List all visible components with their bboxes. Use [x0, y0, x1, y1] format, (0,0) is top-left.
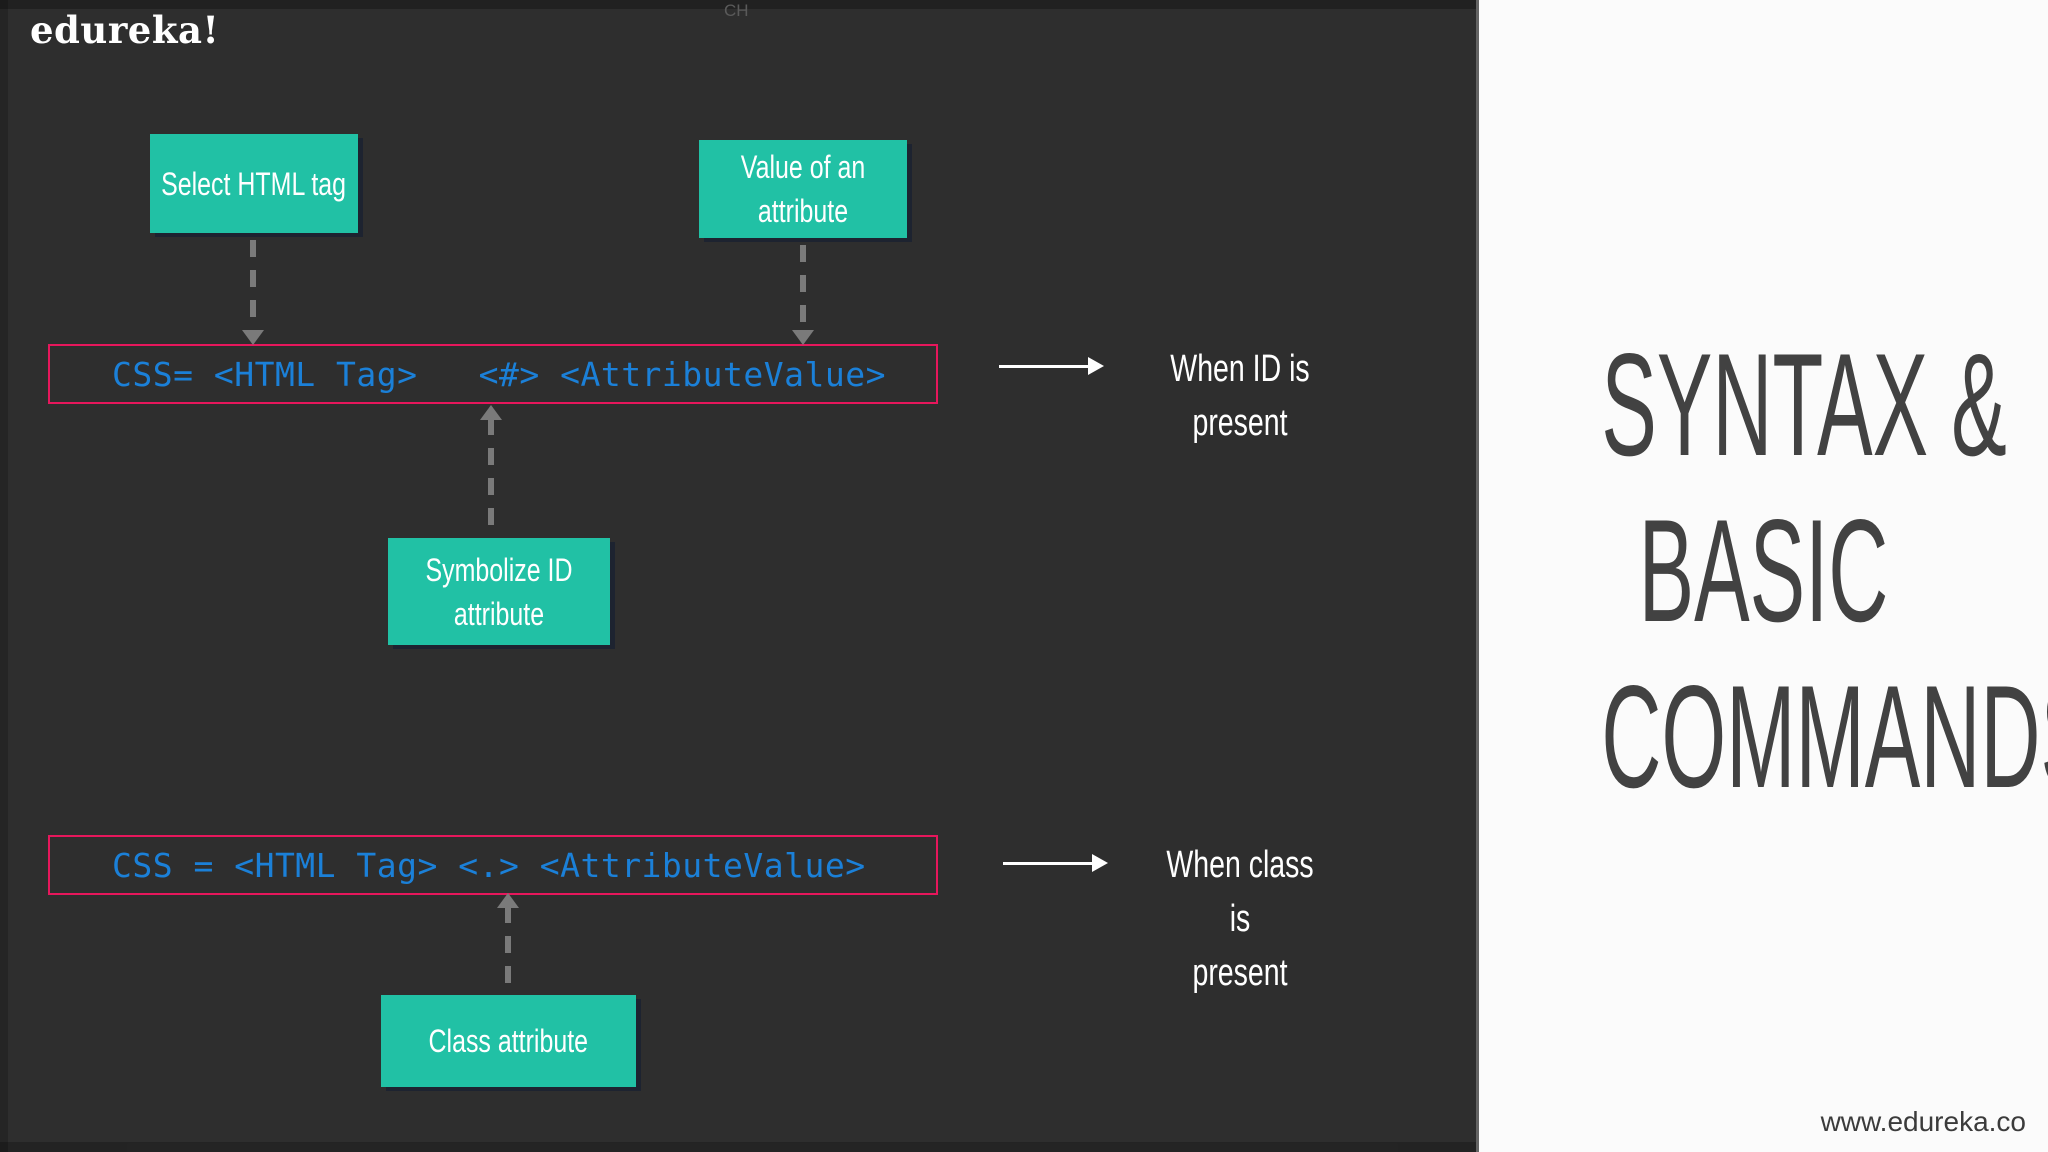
left-edge-shade	[0, 0, 8, 1152]
edureka-logo: edureka!	[30, 8, 220, 52]
right-arrow-icon	[999, 357, 1104, 375]
annotation-when-id-present: When ID is present	[1140, 342, 1340, 450]
slide-title-line: SYNTAX &	[1601, 323, 2007, 486]
flow-box-label: Select HTML tag	[161, 165, 347, 202]
top-edge-shade	[0, 0, 1476, 9]
dashed-line	[800, 245, 806, 332]
dashed-arrow-up-icon	[497, 893, 519, 990]
syntax-box-id-selector: CSS= <HTML Tag> <#> <AttributeValue>	[48, 344, 938, 404]
flow-box-label: Symbolize ID attribute	[425, 551, 573, 632]
syntax-box-class-selector: CSS = <HTML Tag> <.> <AttributeValue>	[48, 835, 938, 895]
watermark-text: CH	[724, 1, 749, 20]
annotation-line: When class is	[1166, 844, 1314, 940]
annotation-line: When ID is	[1170, 348, 1310, 390]
right-arrow-icon	[1003, 854, 1108, 872]
flow-box-label: Value of an attribute	[740, 149, 866, 229]
flow-box-class-attribute: Class attribute	[381, 995, 636, 1087]
flow-box-select-html-tag: Select HTML tag	[150, 134, 358, 233]
syntax-code-text: CSS= <HTML Tag> <#> <AttributeValue>	[112, 354, 886, 394]
slide-title-line: COMMANDS	[1601, 655, 2048, 818]
slide-title: SYNTAX & BASIC COMMANDS	[1479, 322, 2048, 820]
annotation-line: present	[1192, 402, 1288, 444]
flow-box-symbolize-id-attribute: Symbolize ID attribute	[388, 538, 610, 645]
dashed-line	[250, 240, 256, 332]
dashed-line	[505, 906, 511, 990]
dashed-line	[488, 418, 494, 532]
flow-box-label: Class attribute	[428, 1023, 589, 1059]
syntax-code-text: CSS = <HTML Tag> <.> <AttributeValue>	[112, 845, 866, 885]
dashed-arrow-down-icon	[792, 245, 814, 345]
dashed-arrow-up-icon	[480, 405, 502, 532]
slide-title-line: BASIC	[1638, 489, 1889, 652]
annotation-when-class-present: When class is present	[1124, 838, 1356, 1000]
title-panel: SYNTAX & BASIC COMMANDS www.edureka.co	[1476, 0, 2048, 1152]
flow-box-value-of-attribute: Value of an attribute	[699, 140, 907, 238]
website-url: www.edureka.co	[1820, 1106, 2026, 1137]
bottom-edge-shade	[0, 1142, 1476, 1152]
dashed-arrow-down-icon	[242, 240, 264, 345]
annotation-line: present	[1192, 952, 1288, 994]
